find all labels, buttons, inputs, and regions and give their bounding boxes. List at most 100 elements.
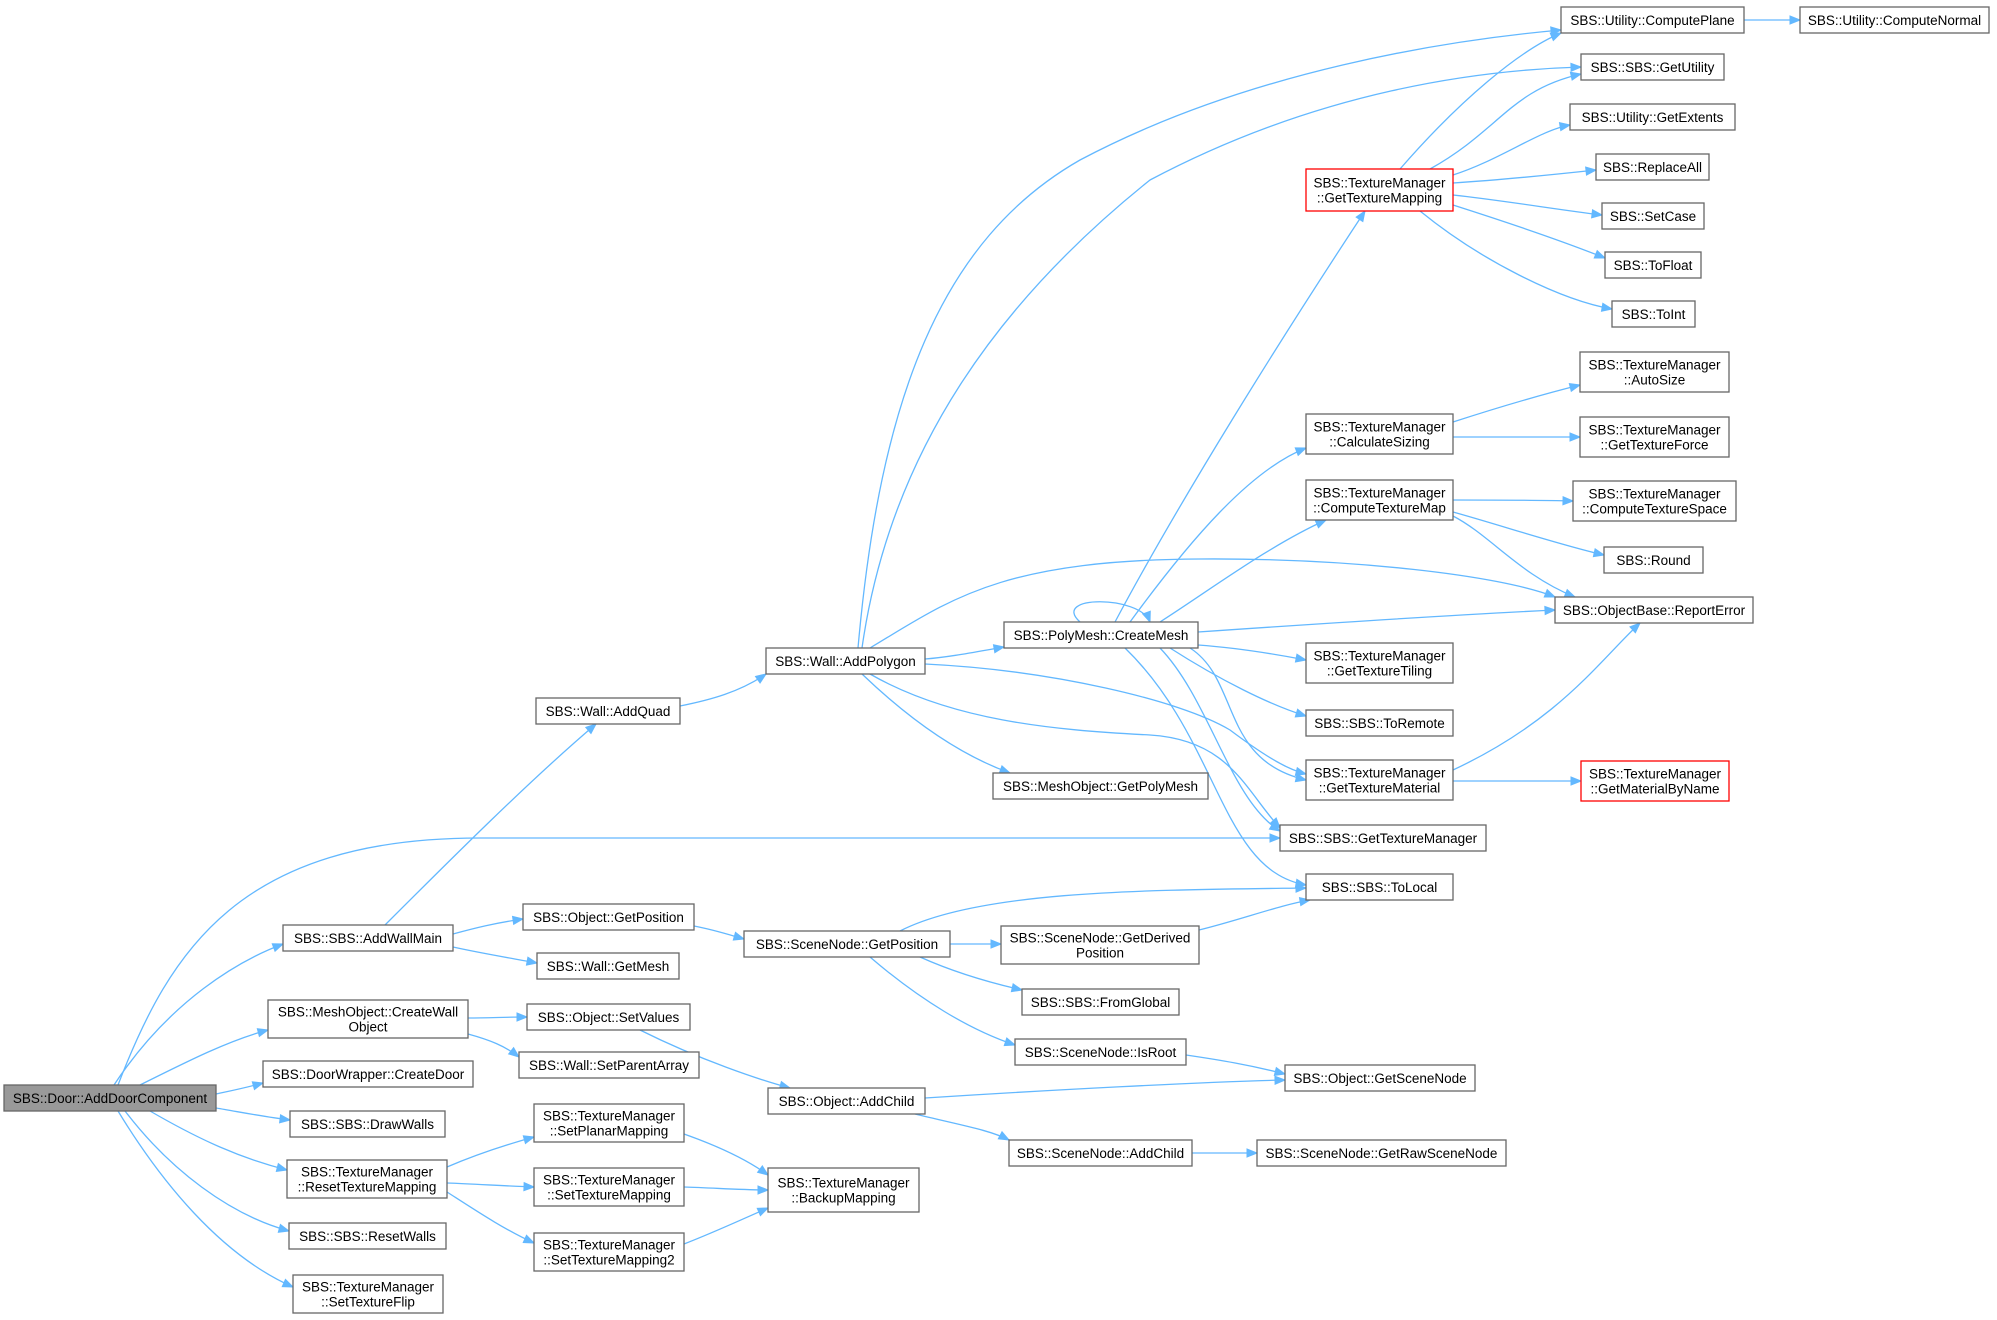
node-addwallmain[interactable]: SBS::SBS::AddWallMain [282, 924, 454, 952]
node-setparentarray[interactable]: SBS::Wall::SetParentArray [518, 1051, 700, 1079]
node-box[interactable] [1611, 300, 1696, 328]
node-gettiling[interactable]: SBS::TextureManager::GetTextureTiling [1305, 642, 1454, 684]
node-setvalues[interactable]: SBS::Object::SetValues [526, 1003, 691, 1031]
node-box[interactable] [1305, 168, 1454, 212]
node-box[interactable] [288, 1222, 447, 1250]
node-box[interactable] [1579, 351, 1730, 393]
node-computenormal[interactable]: SBS::Utility::ComputeNormal [1799, 6, 1990, 34]
node-autosize[interactable]: SBS::TextureManager::AutoSize [1579, 351, 1730, 393]
node-box[interactable] [1595, 153, 1710, 181]
node-box[interactable] [1305, 642, 1454, 684]
node-scenegetpos[interactable]: SBS::SceneNode::GetPosition [743, 930, 951, 958]
node-setcase[interactable]: SBS::SetCase [1601, 202, 1705, 230]
node-gettexforce[interactable]: SBS::TextureManager::GetTextureForce [1579, 416, 1730, 458]
node-box[interactable] [262, 1060, 474, 1088]
node-box[interactable] [1560, 6, 1745, 34]
node-box[interactable] [1305, 709, 1454, 737]
node-box[interactable] [767, 1167, 920, 1213]
node-gettexmapping[interactable]: SBS::TextureManager::GetTextureMapping [1305, 168, 1454, 212]
node-box[interactable] [1799, 6, 1990, 34]
node-replaceall[interactable]: SBS::ReplaceAll [1595, 153, 1710, 181]
node-calcsizing[interactable]: SBS::TextureManager::CalculateSizing [1305, 413, 1454, 455]
node-box[interactable] [1003, 621, 1199, 649]
node-box[interactable] [1305, 873, 1454, 901]
node-box[interactable] [267, 999, 469, 1039]
node-box[interactable] [1021, 988, 1180, 1016]
node-toremote[interactable]: SBS::SBS::ToRemote [1305, 709, 1454, 737]
node-objaddchild[interactable]: SBS::Object::AddChild [767, 1087, 926, 1115]
node-box[interactable] [1284, 1064, 1476, 1092]
node-backup[interactable]: SBS::TextureManager::BackupMapping [767, 1167, 920, 1213]
node-fromglobal[interactable]: SBS::SBS::FromGlobal [1021, 988, 1180, 1016]
node-box[interactable] [292, 1274, 444, 1314]
node-box[interactable] [1579, 416, 1730, 458]
node-drawwalls[interactable]: SBS::SBS::DrawWalls [289, 1110, 446, 1138]
node-wallgetmesh[interactable]: SBS::Wall::GetMesh [536, 952, 680, 980]
node-objgetpos[interactable]: SBS::Object::GetPosition [522, 903, 695, 931]
node-getextents[interactable]: SBS::Utility::GetExtents [1569, 103, 1736, 131]
node-tolocal[interactable]: SBS::SBS::ToLocal [1305, 873, 1454, 901]
node-box[interactable] [992, 772, 1209, 800]
node-settexmapping[interactable]: SBS::TextureManager::SetTextureMapping [533, 1167, 685, 1207]
node-box[interactable] [536, 952, 680, 980]
node-box[interactable] [1008, 1139, 1193, 1167]
node-addpolygon[interactable]: SBS::Wall::AddPolygon [765, 647, 926, 675]
node-computetexmap[interactable]: SBS::TextureManager::ComputeTextureMap [1305, 479, 1454, 521]
node-box[interactable] [1601, 202, 1705, 230]
node-box[interactable] [1580, 53, 1725, 81]
node-sceneaddchild[interactable]: SBS::SceneNode::AddChild [1008, 1139, 1193, 1167]
node-root[interactable]: SBS::Door::AddDoorComponent [3, 1084, 217, 1112]
node-box[interactable] [1014, 1038, 1187, 1066]
node-box[interactable] [282, 924, 454, 952]
node-box[interactable] [1604, 251, 1702, 279]
node-box[interactable] [518, 1051, 700, 1079]
node-settexflip[interactable]: SBS::TextureManager::SetTextureFlip [292, 1274, 444, 1314]
node-reporterror[interactable]: SBS::ObjectBase::ReportError [1554, 596, 1754, 624]
node-box[interactable] [522, 903, 695, 931]
node-box[interactable] [533, 1232, 685, 1272]
node-createmesh[interactable]: SBS::PolyMesh::CreateMesh [1003, 621, 1199, 649]
node-box[interactable] [1305, 413, 1454, 455]
node-box[interactable] [533, 1103, 685, 1143]
node-getmaterialbyname[interactable]: SBS::TextureManager::GetMaterialByName [1580, 760, 1730, 802]
node-box[interactable] [1554, 596, 1754, 624]
node-box[interactable] [3, 1084, 217, 1112]
node-box[interactable] [765, 647, 926, 675]
node-box[interactable] [1572, 480, 1737, 522]
node-toint[interactable]: SBS::ToInt [1611, 300, 1696, 328]
node-box[interactable] [533, 1167, 685, 1207]
node-box[interactable] [535, 697, 681, 725]
node-resettexmap[interactable]: SBS::TextureManager::ResetTextureMapping [286, 1159, 448, 1199]
node-box[interactable] [526, 1003, 691, 1031]
node-resetwalls[interactable]: SBS::SBS::ResetWalls [288, 1222, 447, 1250]
node-box[interactable] [1569, 103, 1736, 131]
node-box[interactable] [1580, 760, 1730, 802]
node-box[interactable] [1305, 479, 1454, 521]
node-box[interactable] [286, 1159, 448, 1199]
node-computetexspace[interactable]: SBS::TextureManager::ComputeTextureSpace [1572, 480, 1737, 522]
node-computeplane[interactable]: SBS::Utility::ComputePlane [1560, 6, 1745, 34]
node-gettexmaterial[interactable]: SBS::TextureManager::GetTextureMaterial [1305, 759, 1454, 801]
node-createdoor[interactable]: SBS::DoorWrapper::CreateDoor [262, 1060, 474, 1088]
node-addquad[interactable]: SBS::Wall::AddQuad [535, 697, 681, 725]
node-box[interactable] [1000, 925, 1200, 965]
node-box[interactable] [743, 930, 951, 958]
node-getscenenode[interactable]: SBS::Object::GetSceneNode [1284, 1064, 1476, 1092]
node-box[interactable] [1256, 1139, 1507, 1167]
node-box[interactable] [1603, 546, 1704, 574]
node-isroot[interactable]: SBS::SceneNode::IsRoot [1014, 1038, 1187, 1066]
node-box[interactable] [289, 1110, 446, 1138]
node-box[interactable] [1279, 824, 1487, 852]
node-getrawscenenode[interactable]: SBS::SceneNode::GetRawSceneNode [1256, 1139, 1507, 1167]
node-getpolymesh[interactable]: SBS::MeshObject::GetPolyMesh [992, 772, 1209, 800]
node-round[interactable]: SBS::Round [1603, 546, 1704, 574]
node-gettexmanager[interactable]: SBS::SBS::GetTextureManager [1279, 824, 1487, 852]
node-tofloat[interactable]: SBS::ToFloat [1604, 251, 1702, 279]
node-settexmapping2[interactable]: SBS::TextureManager::SetTextureMapping2 [533, 1232, 685, 1272]
node-setplanar[interactable]: SBS::TextureManager::SetPlanarMapping [533, 1103, 685, 1143]
node-box[interactable] [1305, 759, 1454, 801]
node-box[interactable] [767, 1087, 926, 1115]
node-getutility[interactable]: SBS::SBS::GetUtility [1580, 53, 1725, 81]
